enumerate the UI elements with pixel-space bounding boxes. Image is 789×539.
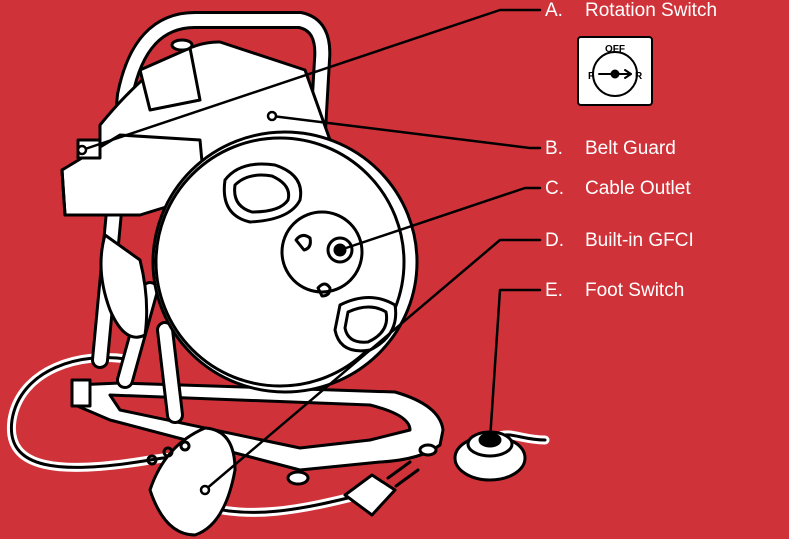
- callout-cable-outlet: C. Cable Outlet: [545, 178, 691, 200]
- rotation-switch-icon: [577, 36, 653, 106]
- base-frame: [70, 378, 445, 486]
- callout-label: Belt Guard: [585, 138, 676, 159]
- callout-letter: E.: [545, 280, 563, 301]
- switch-off-label: OFF: [605, 44, 625, 55]
- callout-label: Cable Outlet: [585, 178, 691, 199]
- switch-forward-label: F: [588, 71, 595, 82]
- switch-reverse-label: R: [635, 71, 643, 82]
- callout-letter: A.: [545, 0, 563, 21]
- callout-label: Built-in GFCI: [585, 230, 694, 251]
- cable-drum: [151, 130, 419, 394]
- callout-letter: D.: [545, 230, 564, 251]
- callout-letter: C.: [545, 178, 564, 199]
- callout-foot-switch: E. Foot Switch: [545, 280, 684, 302]
- gfci-device: [146, 426, 237, 537]
- callout-rotation-switch: A. Rotation Switch: [545, 0, 717, 22]
- foot-switch: [453, 430, 550, 482]
- callout-built-in-gfci: D. Built-in GFCI: [545, 230, 694, 252]
- callout-label: Rotation Switch: [585, 0, 718, 21]
- callout-letter: B.: [545, 138, 563, 159]
- leader-lines: [76, 8, 542, 496]
- callout-belt-guard: B. Belt Guard: [545, 138, 676, 160]
- callout-label: Foot Switch: [585, 280, 685, 301]
- rotation-switch-inset: OFF F R: [578, 37, 652, 105]
- power-plug: [343, 460, 420, 517]
